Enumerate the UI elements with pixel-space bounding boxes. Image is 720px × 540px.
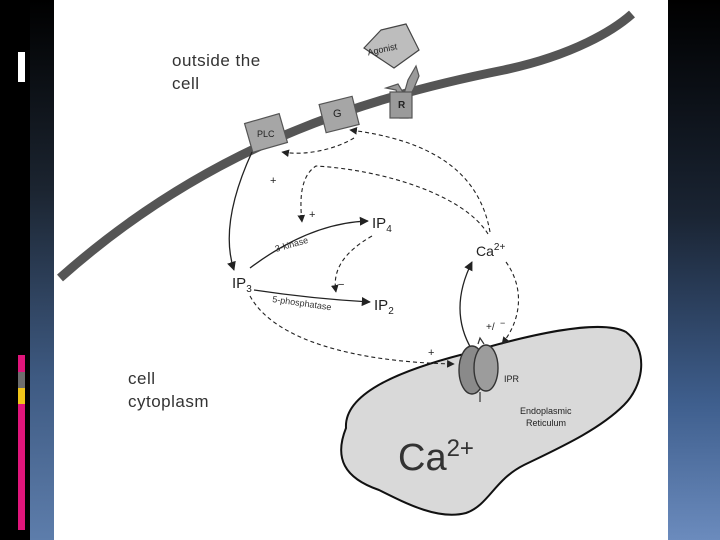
outside-cell-label-line2: cell <box>172 74 200 93</box>
ipr-label: IPR <box>504 374 520 384</box>
cytoplasm-label-line2: cytoplasm <box>128 392 209 411</box>
arrow-ip3-to-ip4 <box>249 216 369 269</box>
plc-box <box>243 112 289 154</box>
accent-bar-gray <box>18 372 25 388</box>
er-label-line2: Reticulum <box>526 418 566 428</box>
minus-sign-calcium: − <box>500 318 505 328</box>
dashed-calcium-to-ipr <box>501 261 519 345</box>
dashed-ip4-to-ip2 <box>330 235 373 293</box>
dashed-calcium-to-ip4 <box>297 165 489 235</box>
cell-membrane <box>57 10 635 282</box>
minus-sign-phosphatase: − <box>338 279 344 291</box>
kinase-label: 3-kinase <box>274 235 309 254</box>
dashed-ip3-to-ipr <box>249 295 455 368</box>
dashed-to-plc <box>281 137 355 158</box>
ip2-label: IP2 <box>374 297 394 317</box>
calcium-signaling-diagram: R Agonist G PLC outside the cell cell cy… <box>57 10 643 516</box>
plus-sign-plc: + <box>270 175 276 187</box>
outside-cell-label-line1: outside the <box>172 51 261 70</box>
arrow-ip3-to-ip2 <box>253 289 371 307</box>
agonist-shape <box>363 23 420 69</box>
ip3-label: IP3 <box>232 275 252 295</box>
plus-sign-ipr: + <box>428 347 434 359</box>
dashed-calcium-to-g <box>349 127 491 233</box>
diagram-slide: R Agonist G PLC outside the cell cell cy… <box>54 0 668 540</box>
left-frame <box>0 0 30 540</box>
accent-block-white <box>18 52 25 82</box>
cytosolic-calcium-label: Ca2+ <box>476 242 505 259</box>
arrow-plc-to-ip3 <box>227 151 253 271</box>
left-gradient-panel <box>30 0 54 540</box>
g-protein-label: G <box>333 108 342 120</box>
receptor <box>383 64 420 119</box>
g-protein-box <box>318 95 360 134</box>
er-label-line1: Endoplasmic <box>520 406 572 416</box>
arrow-ipr-to-calcium <box>459 261 473 351</box>
plc-label: PLC <box>257 129 275 139</box>
er-calcium-label: Ca2+ <box>398 435 474 479</box>
plus-sign-kinase: + <box>309 209 315 221</box>
right-gradient-panel <box>668 0 720 540</box>
accent-bar-pink <box>18 355 25 530</box>
plus-minus-sign-ipr: +/ <box>486 322 495 333</box>
receptor-label: R <box>398 100 406 111</box>
ip4-label: IP4 <box>372 215 392 235</box>
ip3-receptor-channel <box>458 336 499 402</box>
accent-bar-yellow <box>18 388 25 404</box>
cytoplasm-label-line1: cell <box>128 369 156 388</box>
